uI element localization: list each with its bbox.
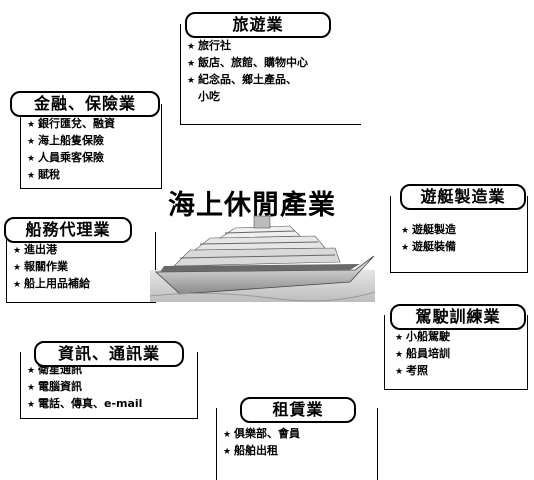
star-icon: ★: [27, 120, 36, 130]
star-icon: ★: [27, 171, 36, 181]
list-item: ★小船駕駛: [395, 329, 450, 346]
star-icon: ★: [401, 226, 410, 236]
finance-box: ★銀行匯兌、融資 ★海上船隻保險 ★人員乘客保險 ★賦稅: [20, 104, 162, 189]
yacht-title: 遊艇製造業: [400, 184, 526, 210]
telecom-title: 資訊、通訊業: [34, 341, 184, 367]
star-icon: ★: [27, 137, 36, 147]
training-items: ★小船駕駛 ★船員培訓 ★考照: [395, 329, 450, 380]
leasing-items: ★俱樂部、會員 ★船舶出租: [223, 426, 300, 460]
finance-items: ★銀行匯兌、融資 ★海上船隻保險 ★人員乘客保險 ★賦稅: [27, 116, 115, 184]
star-icon: ★: [13, 280, 22, 290]
list-item: ★電話、傳真、e-mail: [27, 396, 142, 413]
list-item: ★紀念品、鄉土產品、: [187, 72, 308, 89]
list-item: ★俱樂部、會員: [223, 426, 300, 443]
shipping-agency-title: 船務代理業: [4, 217, 132, 243]
star-icon: ★: [395, 350, 404, 360]
yacht-items: ★遊艇製造 ★遊艇裝備: [401, 222, 456, 256]
list-item: ★船舶出租: [223, 443, 300, 460]
star-icon: ★: [395, 333, 404, 343]
list-item: ★報關作業: [13, 259, 90, 276]
star-icon: ★: [401, 243, 410, 253]
list-item: ★船上用品補給: [13, 276, 90, 293]
star-icon: ★: [13, 263, 22, 273]
star-icon: ★: [27, 366, 36, 376]
shipping-agency-items: ★進出港 ★報關作業 ★船上用品補給: [13, 242, 90, 293]
star-icon: ★: [395, 367, 404, 377]
list-item: ★人員乘客保險: [27, 150, 115, 167]
list-item: ★賦稅: [27, 167, 115, 184]
list-item: ★旅行社: [187, 38, 308, 55]
tourism-title: 旅遊業: [185, 12, 331, 38]
star-icon: ★: [13, 246, 22, 256]
list-item: ★考照: [395, 363, 450, 380]
list-item: ★電腦資訊: [27, 379, 142, 396]
finance-title: 金融、保險業: [10, 91, 160, 117]
star-icon: ★: [223, 430, 232, 440]
star-icon: ★: [27, 383, 36, 393]
list-item: ★船員培訓: [395, 346, 450, 363]
training-title: 駕駛訓練業: [390, 304, 526, 330]
telecom-items: ★衛星通訊 ★電腦資訊 ★電話、傳真、e-mail: [27, 362, 142, 413]
tourism-items: ★旅行社 ★飯店、旅館、購物中心 ★紀念品、鄉土產品、 小吃: [187, 38, 308, 104]
shipping-agency-box: ★進出港 ★報關作業 ★船上用品補給: [6, 232, 156, 303]
list-item: 小吃: [198, 90, 220, 103]
star-icon: ★: [187, 59, 196, 69]
center-title: 海上休閒產業: [168, 190, 336, 221]
list-item: ★海上船隻保險: [27, 133, 115, 150]
star-icon: ★: [223, 447, 232, 457]
tourism-box: ★旅行社 ★飯店、旅館、購物中心 ★紀念品、鄉土產品、 小吃: [180, 24, 361, 125]
cruise-ship-image: [150, 215, 375, 302]
list-item: ★銀行匯兌、融資: [27, 116, 115, 133]
star-icon: ★: [187, 42, 196, 52]
star-icon: ★: [27, 400, 36, 410]
list-item: ★遊艇製造: [401, 222, 456, 239]
list-item: ★進出港: [13, 242, 90, 259]
list-item: ★遊艇裝備: [401, 239, 456, 256]
star-icon: ★: [187, 76, 196, 86]
leasing-title: 租賃業: [240, 397, 356, 423]
list-item: ★飯店、旅館、購物中心: [187, 55, 308, 72]
star-icon: ★: [27, 154, 36, 164]
